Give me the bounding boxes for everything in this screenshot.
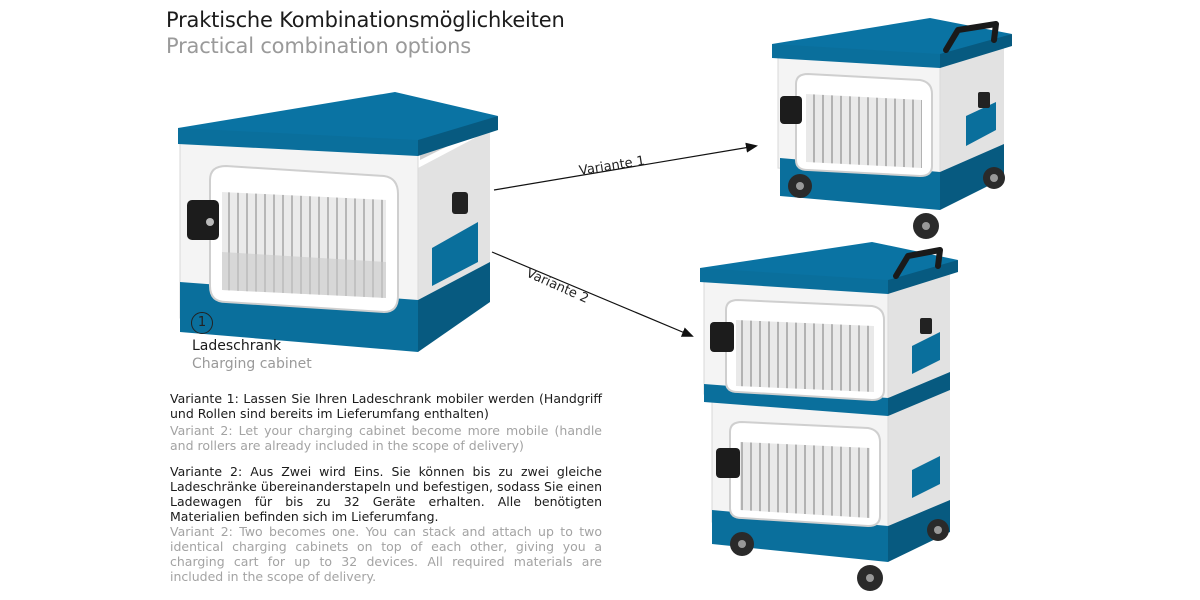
arrow-variant-2 <box>491 251 694 337</box>
page-subtitle: Practical combination options <box>166 34 471 58</box>
cabinet-label-de: Ladeschrank <box>192 338 282 354</box>
variant-1-lock-icon <box>780 96 802 124</box>
cabinet-label-en: Charging cabinet <box>192 356 312 372</box>
cabinet-lock-icon <box>187 200 219 240</box>
variant-2-description-de: Variante 2: Aus Zwei wird Eins. Sie könn… <box>170 464 602 524</box>
variant-1-description-de: Variante 1: Lassen Sie Ihren Ladeschrank… <box>170 391 602 421</box>
page-title: Praktische Kombinationsmöglichkeiten <box>166 8 565 32</box>
cabinet-side-vent <box>432 222 478 286</box>
cabinet-number-badge: 1 <box>191 312 213 334</box>
arrow-variant-1 <box>493 142 758 191</box>
variant-2-description-en: Variant 2: Two becomes one. You can stac… <box>170 524 602 584</box>
variant-1-cart <box>772 18 1012 239</box>
cabinet-side-handle-icon <box>452 192 468 214</box>
variant-1-description-en: Variant 2: Let your charging cabinet bec… <box>170 423 602 453</box>
variant-1-handle <box>943 21 999 53</box>
variant-2-handle <box>893 247 943 279</box>
charging-cabinet <box>178 92 498 352</box>
variant-2-cart <box>700 242 958 591</box>
